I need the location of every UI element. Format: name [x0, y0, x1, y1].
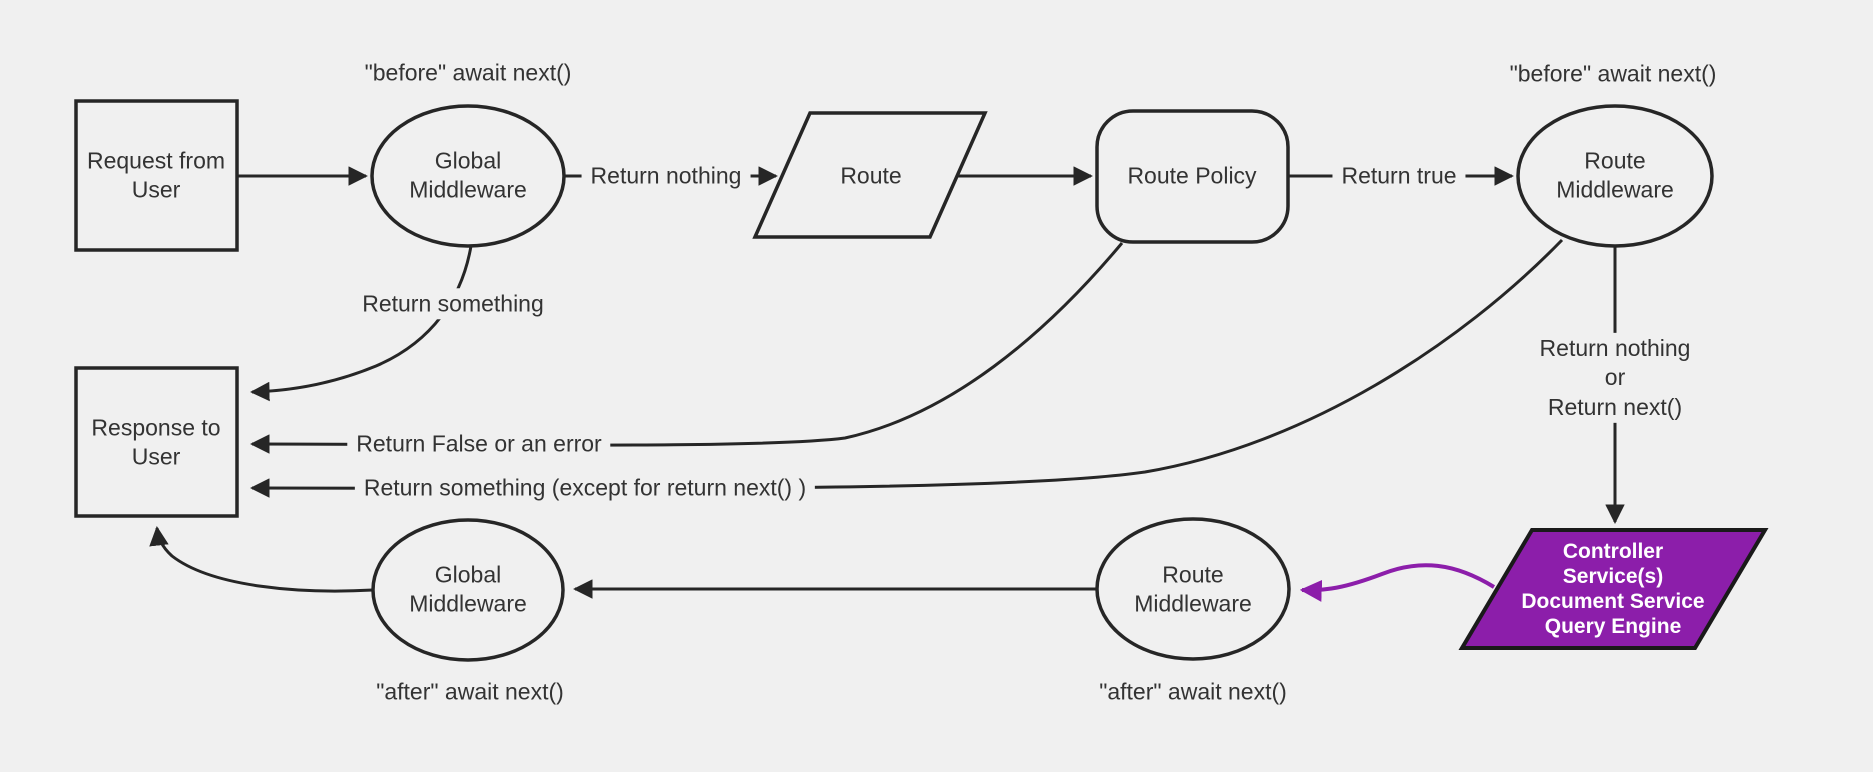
label-controller-services: Controller Service(s) Document Service Q…: [1521, 540, 1705, 638]
node-global-middleware-top: [370, 104, 566, 248]
label-return-true: Return true: [1332, 160, 1466, 192]
label-return-nothing-or-next: Return nothing or Return next(): [1530, 332, 1700, 424]
node-route-middleware-top: [1516, 104, 1714, 248]
node-route-policy: [1095, 109, 1290, 244]
label-global-middleware-top: Global Middleware: [409, 147, 527, 203]
label-route-middleware-bottom: Route Middleware: [1134, 561, 1252, 617]
node-global-middleware-bottom: [371, 518, 565, 662]
label-return-something: Return something: [353, 288, 553, 320]
label-route-middleware-top: Route Middleware: [1556, 147, 1674, 203]
label-before-await-next-right: "before" await next(): [1509, 60, 1717, 87]
node-controller-services: [1458, 528, 1769, 650]
label-after-await-next-right: "after" await next(): [1099, 678, 1287, 705]
label-request-from-user: Request from User: [86, 147, 226, 203]
label-route: Route: [840, 162, 902, 189]
label-global-middleware-bottom: Global Middleware: [409, 561, 527, 617]
node-request-from-user: [74, 99, 239, 252]
label-route-policy: Route Policy: [1127, 162, 1257, 189]
edge-global-middleware-bottom-to-response: [149, 526, 374, 593]
node-route: [752, 111, 988, 239]
label-return-false-or-error: Return False or an error: [347, 428, 611, 460]
label-response-to-user: Response to User: [91, 414, 221, 470]
node-response-to-user: [74, 366, 239, 518]
edge-controller-to-route-middleware-bottom: [1299, 563, 1496, 602]
label-return-something-except: Return something (except for return next…: [354, 472, 816, 504]
label-after-await-next-left: "after" await next(): [376, 678, 564, 705]
label-before-await-next-left: "before" await next(): [364, 59, 572, 86]
label-return-nothing: Return nothing: [581, 160, 751, 192]
edge-route-policy-to-response: [250, 242, 1124, 454]
node-route-middleware-bottom: [1095, 517, 1291, 661]
